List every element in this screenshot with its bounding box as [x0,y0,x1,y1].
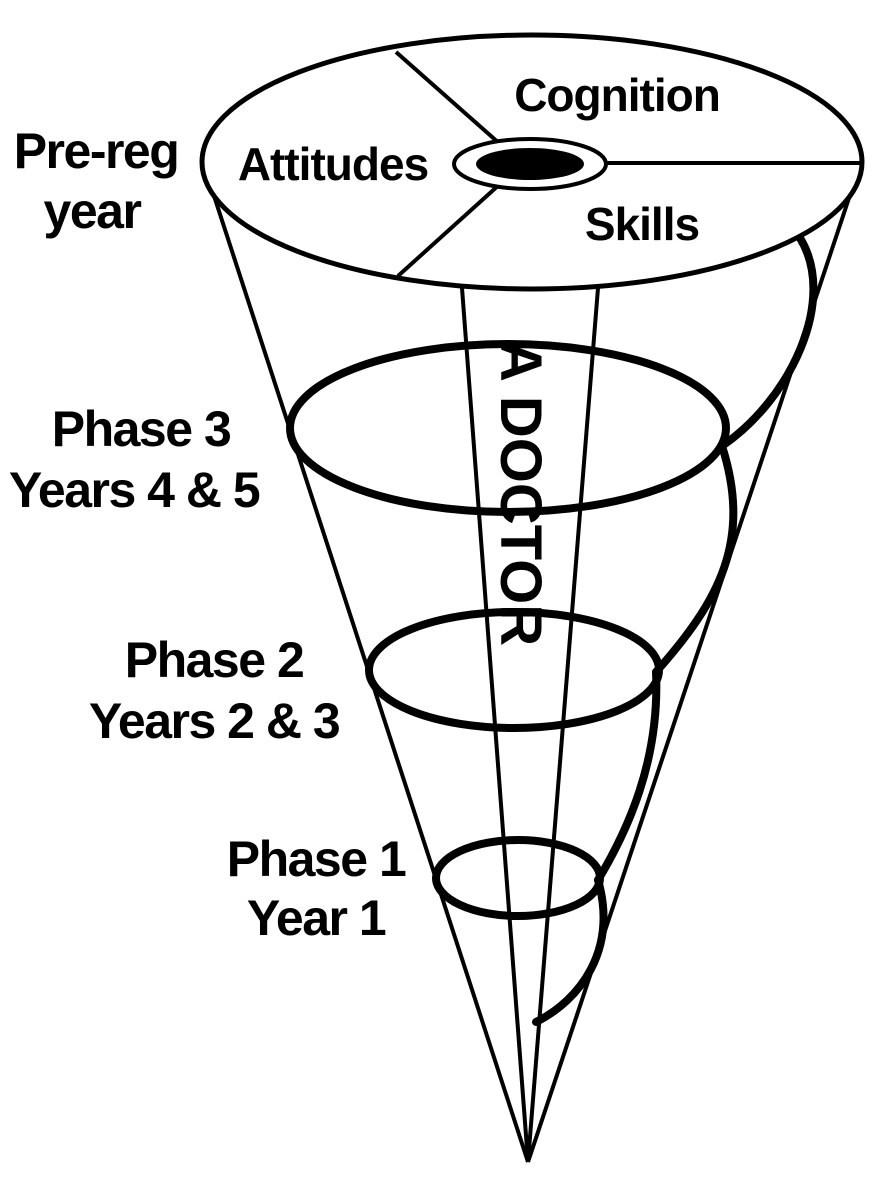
spiral-link-tail [532,876,608,1026]
disk-divider-lower [396,182,502,278]
phase3-line2: Years 4 & 5 [9,462,260,518]
cognition-label: Cognition [514,69,720,121]
stage-phase1: Phase 1 Year 1 [227,831,408,946]
stage-phase2: Phase 2 Years 2 & 3 [89,632,341,749]
top-disk [199,32,865,292]
spiral-ring-phase1 [432,836,604,920]
phase3-line1: Phase 3 [52,401,231,457]
spiral-link-lower [594,668,661,884]
stage-phase3: Phase 3 Years 4 & 5 [9,401,262,518]
doctor-axis-label: A DOCTOR [488,340,553,646]
prereg-line2: year [44,183,142,239]
spiral [286,234,818,1026]
stage-prereg: Pre-reg year [14,123,180,239]
phase2-line2: Years 2 & 3 [89,693,339,749]
phase1-line2: Year 1 [247,890,386,946]
spiral-ring-phase3 [286,340,730,516]
spiral-link-top [718,234,818,450]
disk-hub-core [476,148,584,180]
phase2-line1: Phase 2 [125,632,304,688]
skills-label: Skills [585,198,699,250]
prereg-line1: Pre-reg [14,123,179,179]
attitudes-label: Attitudes [238,138,428,190]
phase1-line1: Phase 1 [227,831,406,887]
disk-divider-upper [394,50,502,146]
spiral-link-upper [652,442,738,676]
